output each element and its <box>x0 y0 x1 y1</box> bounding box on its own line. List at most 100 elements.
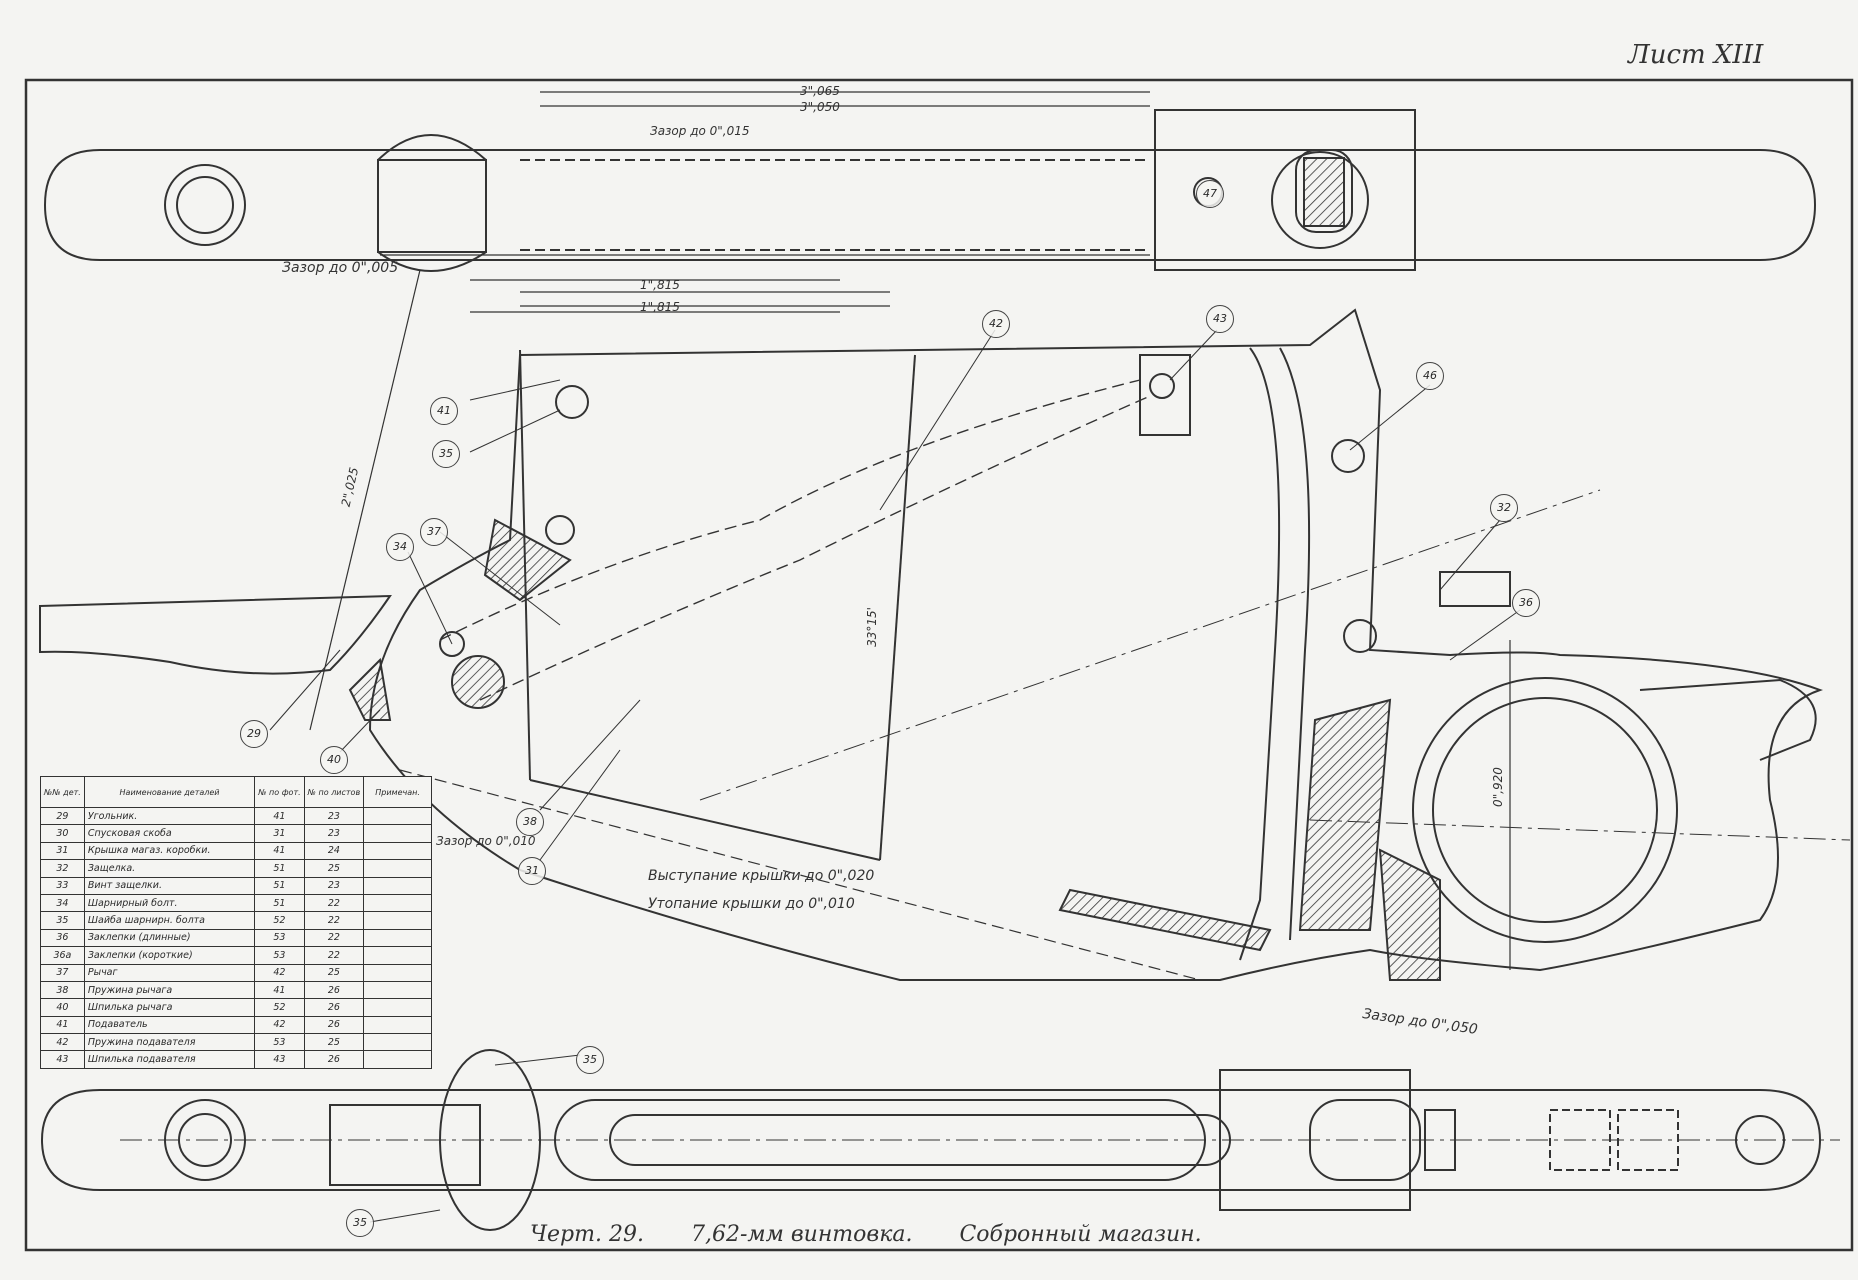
cell-sheet-no: 22 <box>303 893 365 913</box>
cell-photo-no: 51 <box>254 893 305 913</box>
parts-table: №№ дет. Наименование деталей № по фот. №… <box>40 776 432 1069</box>
cell-remark <box>363 876 432 895</box>
cell-remark <box>363 928 432 948</box>
cell-part-no: 29 <box>40 806 85 826</box>
cell-remark <box>363 963 432 982</box>
callout-29: 29 <box>240 720 268 748</box>
caption-title: Собронный магазин. <box>959 1222 1202 1247</box>
cell-sheet-no: 26 <box>303 1050 365 1069</box>
cell-part-name: Винт защелки. <box>83 876 256 895</box>
figure-caption: Черт. 29. 7,62-мм винтовка. Собронный ма… <box>530 1222 1242 1247</box>
bottom-view <box>40 1049 1840 1231</box>
cell-photo-no: 43 <box>254 1050 305 1069</box>
cell-photo-no: 41 <box>254 806 305 826</box>
callout-36: 36 <box>1512 589 1540 617</box>
caption-subject: 7,62-мм винтовка. <box>690 1222 913 1247</box>
dim-length-c: 1",815 <box>640 278 680 292</box>
cell-part-name: Защелка. <box>83 859 256 878</box>
cell-sheet-no: 25 <box>303 963 365 982</box>
note-gap-top-center: Зазор до 0",015 <box>650 124 750 138</box>
cell-remark <box>363 946 432 965</box>
cell-photo-no: 53 <box>254 946 305 965</box>
cell-part-name: Шарнирный болт. <box>83 893 256 913</box>
cell-remark <box>363 980 432 1000</box>
cell-part-no: 42 <box>40 1033 85 1052</box>
cell-remark <box>363 824 432 843</box>
cell-remark <box>363 859 432 878</box>
callout-34: 34 <box>386 533 414 561</box>
dim-length-d: 1",815 <box>640 300 680 314</box>
note-gap-left: Зазор до 0",010 <box>436 834 536 848</box>
dim-top-length-a: 3",065 <box>800 84 840 98</box>
cell-remark <box>363 911 432 930</box>
col-sheet-no: № по листов <box>303 776 365 808</box>
cell-part-no: 36 <box>40 928 85 948</box>
cell-part-name: Угольник. <box>83 806 256 826</box>
callout-37: 37 <box>420 518 448 546</box>
cell-part-name: Пружина рычага <box>83 980 256 1000</box>
callout-46: 46 <box>1416 362 1444 390</box>
cell-part-no: 31 <box>40 841 85 861</box>
col-part-no: №№ дет. <box>40 776 85 808</box>
col-part-name: Наименование деталей <box>83 776 256 808</box>
callout-35-bottom: 35 <box>346 1209 374 1237</box>
cell-part-name: Шпилька рычага <box>83 998 256 1017</box>
cell-remark <box>363 1015 432 1035</box>
cell-photo-no: 52 <box>254 911 305 930</box>
cell-photo-no: 53 <box>254 928 305 948</box>
cell-sheet-no: 24 <box>303 841 365 861</box>
dim-angle: 33°15' <box>864 607 879 647</box>
cell-part-no: 37 <box>40 963 85 982</box>
cell-sheet-no: 23 <box>303 824 365 843</box>
cell-part-no: 38 <box>40 980 85 1000</box>
cell-sheet-no: 26 <box>303 980 365 1000</box>
callout-35-bottom-top: 35 <box>576 1046 604 1074</box>
callout-38: 38 <box>516 808 544 836</box>
note-protrusion: Выступание крышки до 0",020 <box>648 868 875 884</box>
callout-42: 42 <box>982 310 1010 338</box>
cell-part-no: 33 <box>40 876 85 895</box>
note-recess: Утопание крышки до 0",010 <box>648 896 855 912</box>
cell-sheet-no: 25 <box>303 1033 365 1052</box>
callout-47: 47 <box>1196 180 1224 208</box>
top-view <box>43 91 1817 307</box>
cell-part-name: Заклепки (длинные) <box>83 928 256 948</box>
cell-part-no: 30 <box>40 824 85 843</box>
cell-remark <box>363 998 432 1017</box>
cell-photo-no: 41 <box>254 841 305 861</box>
cell-part-name: Спусковая скоба <box>83 824 256 843</box>
cell-remark <box>363 893 432 913</box>
cell-part-no: 34 <box>40 893 85 913</box>
cell-photo-no: 52 <box>254 998 305 1017</box>
drawing-frame <box>24 78 1854 1252</box>
cell-part-no: 32 <box>40 859 85 878</box>
cell-part-name: Пружина подавателя <box>83 1033 256 1052</box>
cell-part-name: Заклепки (короткие) <box>83 946 256 965</box>
callout-43: 43 <box>1206 305 1234 333</box>
cell-photo-no: 31 <box>254 824 305 843</box>
cell-sheet-no: 23 <box>303 806 365 826</box>
cell-part-name: Шайба шарнирн. болта <box>83 911 256 930</box>
cell-part-name: Подаватель <box>83 1015 256 1035</box>
cell-photo-no: 42 <box>254 1015 305 1035</box>
note-gap-top: Зазор до 0",005 <box>282 260 399 276</box>
callout-32: 32 <box>1490 494 1518 522</box>
cell-sheet-no: 25 <box>303 859 365 878</box>
col-photo-no: № по фот. <box>254 776 305 808</box>
cell-part-no: 41 <box>40 1015 85 1035</box>
cell-photo-no: 41 <box>254 980 305 1000</box>
